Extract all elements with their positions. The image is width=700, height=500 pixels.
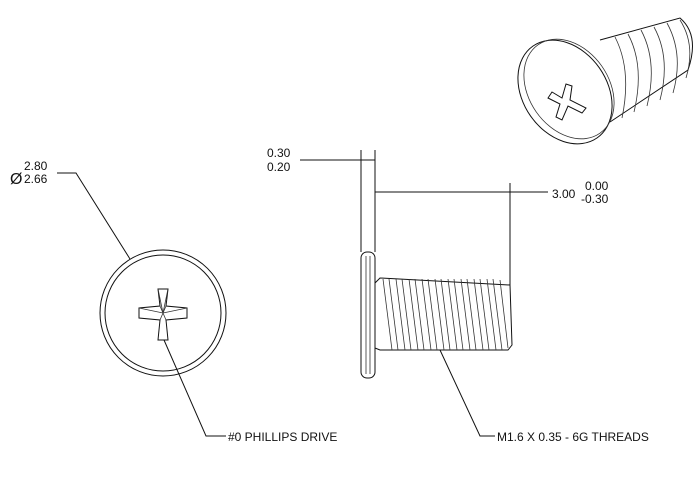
diameter-leader bbox=[57, 172, 131, 260]
drive-leader bbox=[163, 339, 226, 437]
isometric-view bbox=[517, 17, 693, 145]
diameter-lower: 2.66 bbox=[24, 172, 48, 186]
drive-callout: #0 PHILLIPS DRIVE bbox=[228, 430, 337, 444]
thread-callout: M1.6 X 0.35 - 6G THREADS bbox=[497, 430, 649, 444]
thickness-upper: 0.30 bbox=[267, 146, 291, 160]
head-face bbox=[517, 39, 613, 145]
screw-head-profile bbox=[360, 251, 376, 379]
diameter-upper: 2.80 bbox=[24, 159, 48, 173]
thread-leader bbox=[439, 349, 495, 437]
length-upper-tol: 0.00 bbox=[585, 179, 609, 193]
iso-phillips-icon bbox=[547, 83, 587, 121]
top-view: Ø 2.80 2.66 #0 PHILLIPS DRIVE bbox=[10, 159, 337, 444]
length-nominal: 3.00 bbox=[552, 187, 576, 201]
phillips-cross-icon bbox=[138, 288, 188, 341]
thickness-lower: 0.20 bbox=[267, 160, 291, 174]
thread-body bbox=[374, 277, 513, 351]
head-outer-circle bbox=[99, 249, 227, 377]
head-inner-circle bbox=[104, 254, 222, 372]
length-lower-tol: -0.30 bbox=[581, 192, 609, 206]
side-view: 0.30 0.20 3.00 0.00 -0.30 M1.6 X 0.35 - … bbox=[267, 146, 649, 444]
diameter-symbol: Ø bbox=[10, 171, 22, 188]
